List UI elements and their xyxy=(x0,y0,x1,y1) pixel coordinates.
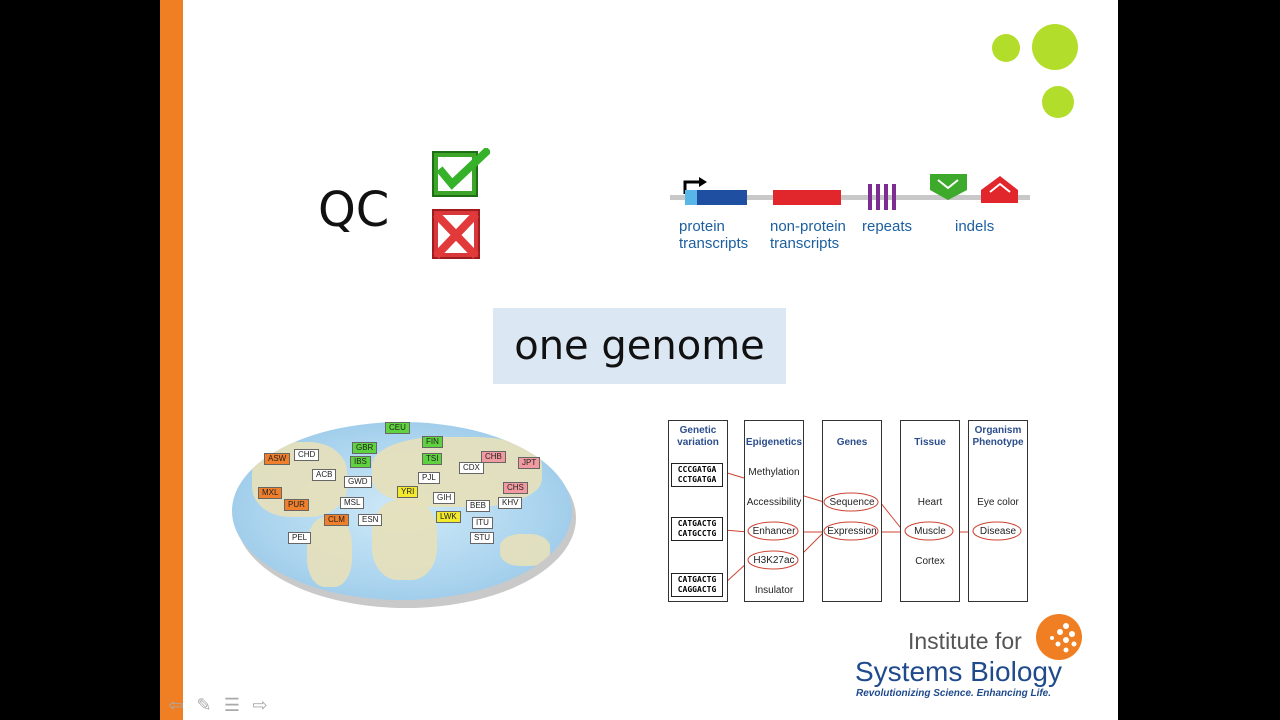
population-label: GWD xyxy=(344,476,372,488)
isb-logo-mark xyxy=(1036,614,1082,660)
population-label: MSL xyxy=(340,497,365,509)
tissue-item: Heart xyxy=(917,497,943,508)
population-label: CDX xyxy=(459,462,484,474)
genome-features-diagram xyxy=(670,174,1030,210)
genes-item: Sequence xyxy=(829,497,875,508)
population-label: CHS xyxy=(503,482,528,494)
pen-tool-button[interactable]: ✎ xyxy=(196,695,212,715)
previous-slide-button[interactable]: ⇦ xyxy=(168,695,184,715)
population-label: FIN xyxy=(422,436,443,448)
population-label: PJL xyxy=(418,472,440,484)
epigenetics-item: H3K27ac xyxy=(753,555,795,566)
population-label: ITU xyxy=(472,517,493,529)
next-slide-button[interactable]: ⇨ xyxy=(252,695,268,715)
decor-dot xyxy=(1042,86,1074,118)
cross-icon xyxy=(432,208,486,262)
population-label: PUR xyxy=(284,499,309,511)
population-label: GIH xyxy=(433,492,456,504)
population-label: ASW xyxy=(264,453,291,465)
population-label: KHV xyxy=(498,497,523,509)
epigenetics-column: Epigenetics Methylation Accessibility En… xyxy=(744,420,804,602)
tissue-item: Cortex xyxy=(915,556,945,567)
slide-menu-button[interactable]: ☰ xyxy=(223,695,241,715)
population-label: TSI xyxy=(422,453,443,465)
one-genome-label: one genome xyxy=(514,323,765,369)
isb-logo-line1: Institute for xyxy=(908,628,1022,654)
epigenetics-item: Accessibility xyxy=(746,497,802,508)
land-south-america xyxy=(307,517,352,587)
population-label: LWK xyxy=(436,511,461,523)
population-label: IBS xyxy=(350,456,371,468)
orange-accent-bar xyxy=(160,0,183,720)
world-map xyxy=(232,422,572,600)
isb-logo-tagline: Revolutionizing Science. Enhancing Life. xyxy=(856,688,1052,699)
column-header: Tissue xyxy=(914,437,946,448)
land-australia xyxy=(500,534,550,566)
population-label: GBR xyxy=(352,442,378,454)
population-label: CEU xyxy=(385,422,410,434)
epigenetics-item: Insulator xyxy=(754,585,794,596)
epigenetics-item: Methylation xyxy=(748,467,800,478)
population-label: BEB xyxy=(466,500,491,512)
one-genome-box: one genome xyxy=(493,308,786,384)
population-label: CHB xyxy=(481,451,506,463)
column-header: Epigenetics xyxy=(745,437,803,448)
column-header: Genes xyxy=(836,437,868,448)
repeats-label: repeats xyxy=(862,218,913,235)
isb-logo: Institute for Systems Biology Revolution… xyxy=(850,612,1090,702)
population-label: ACB xyxy=(312,469,337,481)
organism-item: Disease xyxy=(979,526,1017,537)
isb-logo-line2: Systems Biology xyxy=(855,656,1062,687)
tissue-column: Tissue Heart Muscle Cortex xyxy=(900,420,960,602)
genes-column: Genes Sequence Expression xyxy=(822,420,882,602)
decor-dot xyxy=(992,34,1020,62)
checkmark-icon xyxy=(432,146,492,197)
population-label: JPT xyxy=(518,457,541,469)
population-label: CHD xyxy=(294,449,320,461)
population-label: STU xyxy=(470,532,494,544)
indels-label: indels xyxy=(955,218,995,235)
population-label: CLM xyxy=(324,514,349,526)
population-label: YRI xyxy=(397,486,419,498)
population-label: PEL xyxy=(288,532,312,544)
decor-dot xyxy=(1032,24,1078,70)
qc-label: QC xyxy=(318,182,390,238)
population-label: MXL xyxy=(258,487,283,499)
slide-nav-toolbar: ⇦ ✎ ☰ ⇨ xyxy=(165,694,271,718)
genes-item: Expression xyxy=(827,526,877,537)
population-label: ESN xyxy=(358,514,383,526)
epigenetics-item: Enhancer xyxy=(752,526,796,537)
land-africa xyxy=(372,500,437,580)
tissue-item: Muscle xyxy=(914,526,946,537)
organism-item: Eye color xyxy=(977,497,1019,508)
